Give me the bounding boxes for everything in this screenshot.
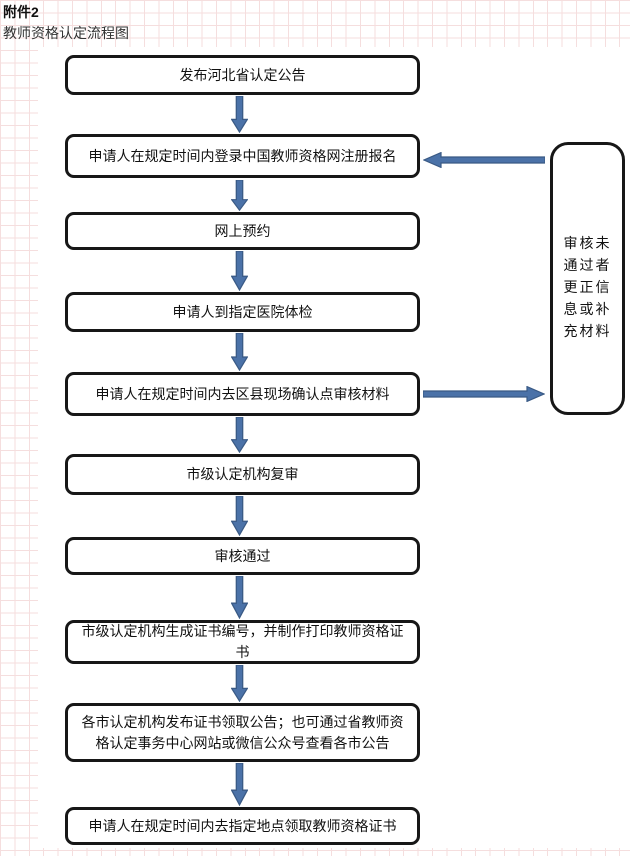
flow-step-box: 申请人在规定时间内去区县现场确认点审核材料 xyxy=(65,372,420,416)
side-note-line: 充材料 xyxy=(563,322,612,339)
arrow-down-icon xyxy=(231,496,248,536)
flow-step-box: 申请人在规定时间内登录中国教师资格网注册报名 xyxy=(65,134,420,178)
flow-step-box: 申请人到指定医院体检 xyxy=(65,292,420,332)
side-note-line: 更正信 xyxy=(563,278,612,295)
arrow-down-icon xyxy=(231,333,248,371)
side-note-line: 息或补 xyxy=(563,300,612,317)
flow-step-box: 市级认定机构复审 xyxy=(65,454,420,495)
side-note-line: 通过者 xyxy=(563,256,612,273)
flow-step-box: 申请人在规定时间内去指定地点领取教师资格证书 xyxy=(65,807,420,845)
flow-step-box: 网上预约 xyxy=(65,212,420,250)
arrow-down-icon xyxy=(231,96,248,133)
arrow-left-icon xyxy=(423,152,545,168)
flow-step-box: 市级认定机构生成证书编号，并制作打印教师资格证书 xyxy=(65,620,420,664)
page-title: 教师资格认定流程图 xyxy=(3,25,129,41)
side-note-line: 审核未 xyxy=(563,234,612,251)
arrow-down-icon xyxy=(231,576,248,619)
arrow-down-icon xyxy=(231,180,248,211)
flow-step-box: 审核通过 xyxy=(65,537,420,575)
attachment-label: 附件2 xyxy=(3,4,39,20)
side-note-box: 审核未 通过者 更正信 息或补 充材料 xyxy=(550,142,625,415)
arrow-right-icon xyxy=(423,386,545,402)
arrow-down-icon xyxy=(231,417,248,453)
flow-step-box: 发布河北省认定公告 xyxy=(65,55,420,95)
arrow-down-icon xyxy=(231,665,248,702)
arrow-down-icon xyxy=(231,763,248,806)
arrow-down-icon xyxy=(231,251,248,291)
flow-step-box: 各市认定机构发布证书领取公告；也可通过省教师资格认定事务中心网站或微信公众号查看… xyxy=(65,703,420,762)
